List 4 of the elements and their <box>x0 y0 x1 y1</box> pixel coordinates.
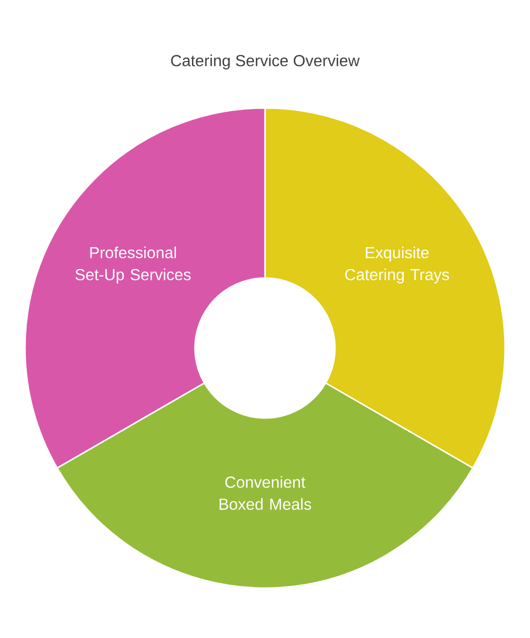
donut-segment: Professional Set-Up Services <box>24 107 266 469</box>
donut-segment: Exquisite Catering Trays <box>264 107 506 469</box>
title: Catering Service Overview <box>171 54 360 70</box>
donut-segment: Convenient Boxed Meals <box>56 382 474 589</box>
